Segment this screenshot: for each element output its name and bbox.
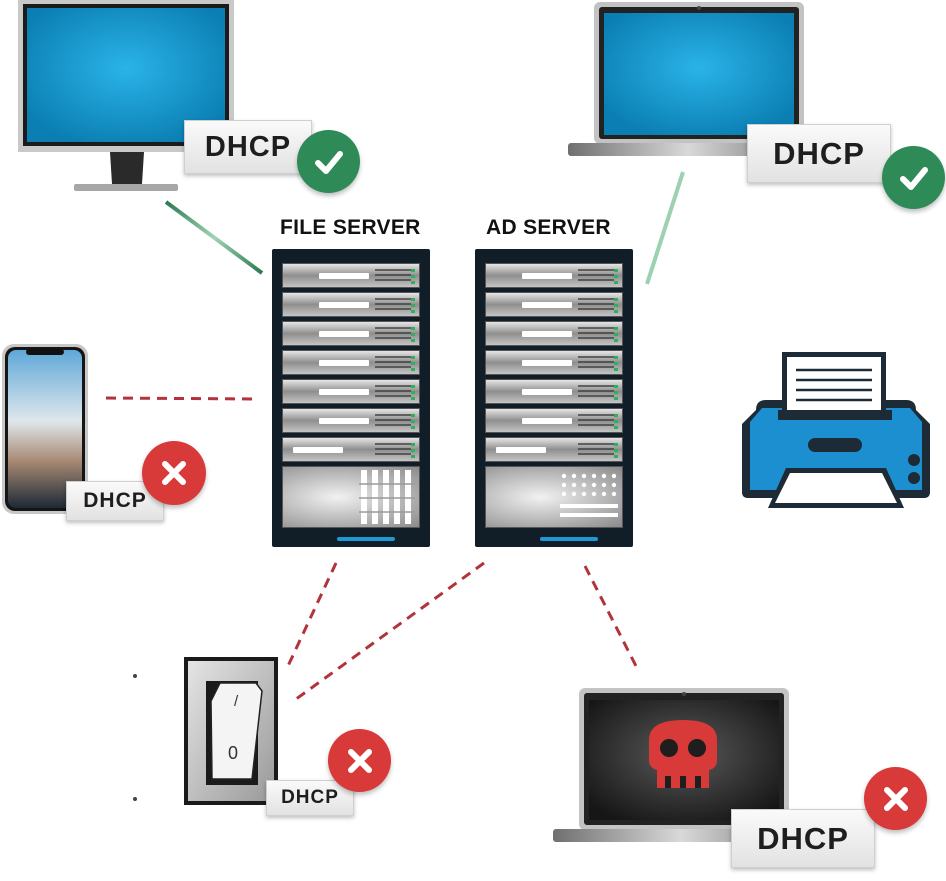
server-unit	[485, 263, 623, 288]
dot-marker	[133, 797, 137, 801]
server-unit	[282, 350, 420, 375]
server-unit	[485, 321, 623, 346]
storage-module	[485, 466, 623, 528]
server-unit	[485, 379, 623, 404]
printer	[738, 352, 934, 512]
skull-icon	[649, 720, 717, 788]
rack-indicator	[337, 537, 395, 541]
switch-link-ad	[291, 561, 485, 704]
laptop-dhcp-tag: DHCP	[747, 124, 891, 183]
switch-link-file	[286, 562, 338, 667]
monitor-icon	[18, 0, 234, 191]
phone-status-badge	[142, 441, 206, 505]
phone-link	[105, 396, 259, 401]
rack-indicator	[540, 537, 598, 541]
switch-dhcp-tag: DHCP	[266, 780, 354, 816]
smartphone	[2, 344, 90, 516]
desktop-computer	[18, 0, 238, 195]
infected-laptop-dhcp-tag: DHCP	[731, 809, 875, 868]
infected-laptop-link	[583, 565, 639, 669]
desktop-status-badge	[297, 130, 360, 193]
check-icon	[314, 150, 343, 174]
port-panel-icon	[560, 473, 618, 517]
ad-server-rack	[475, 249, 633, 547]
drive-bays-icon	[359, 470, 415, 524]
printer-icon	[742, 352, 930, 508]
check-icon	[899, 166, 928, 190]
storage-module	[282, 466, 420, 528]
phone-icon	[2, 344, 88, 514]
light-switch-icon	[184, 657, 278, 805]
server-unit	[485, 437, 623, 462]
switch-status-badge	[328, 729, 391, 792]
wall-switch: / 0	[184, 657, 278, 805]
desktop-dhcp-tag: DHCP	[184, 120, 312, 174]
ad-server-title: AD SERVER	[486, 216, 611, 239]
x-icon	[347, 748, 372, 773]
server-unit	[282, 292, 420, 317]
server-unit	[485, 292, 623, 317]
switch-off-mark: 0	[228, 743, 239, 763]
x-icon	[883, 786, 908, 811]
server-unit	[485, 408, 623, 433]
dot-marker	[133, 674, 137, 678]
switch-on-mark: /	[234, 693, 239, 710]
server-unit	[282, 437, 420, 462]
infected-laptop	[553, 688, 809, 848]
desktop-link	[164, 200, 264, 275]
x-icon	[162, 461, 186, 485]
server-unit	[485, 350, 623, 375]
server-unit	[282, 408, 420, 433]
server-unit	[282, 263, 420, 288]
infected-laptop-status-badge	[864, 767, 927, 830]
server-unit	[282, 379, 420, 404]
server-unit	[282, 321, 420, 346]
file-server-title: FILE SERVER	[280, 216, 421, 239]
file-server-rack	[272, 249, 430, 547]
laptop-icon	[553, 688, 809, 842]
laptop-link	[645, 171, 685, 285]
laptop-status-badge	[882, 146, 945, 209]
